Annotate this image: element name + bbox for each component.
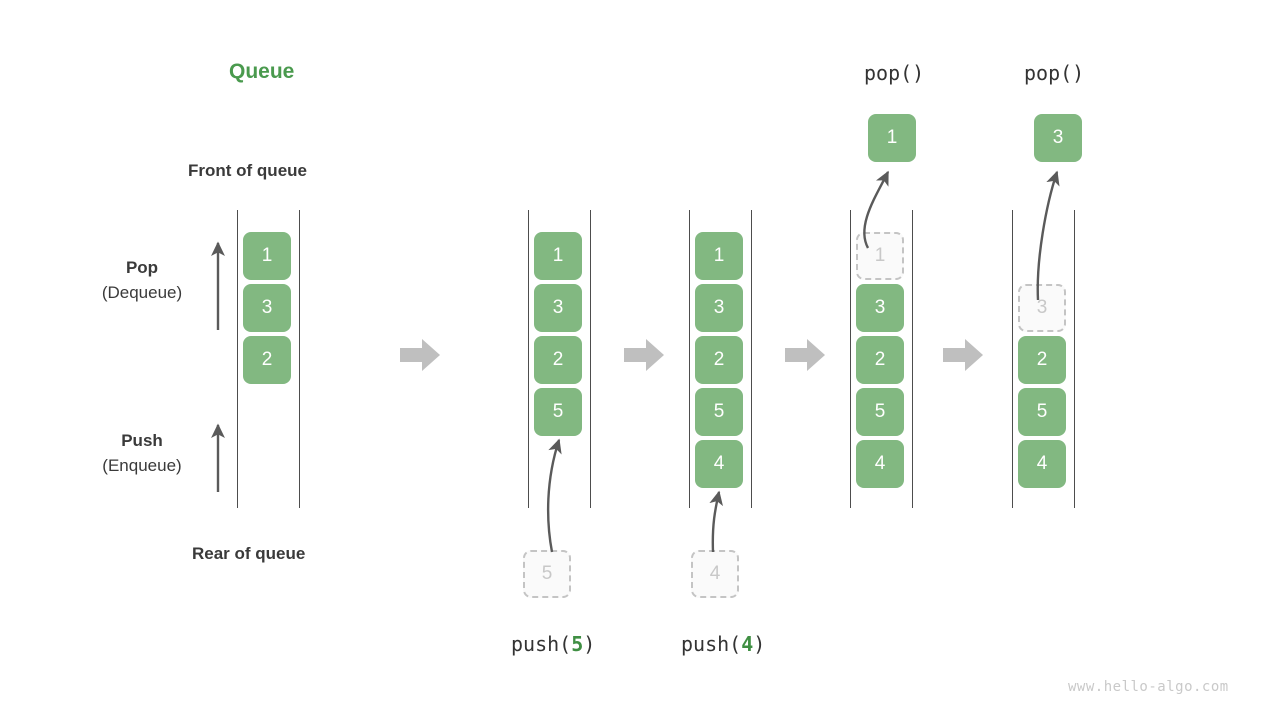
queue-rail-left — [237, 210, 238, 508]
push-operation-label-1: push(5) — [511, 632, 595, 656]
watermark: www.hello-algo.com — [1068, 679, 1229, 695]
queue-element: 1 — [243, 232, 291, 280]
popped-element: 3 — [1034, 114, 1082, 162]
push-op-prefix-2: push( — [681, 632, 742, 656]
push-op-suffix-1: ) — [583, 632, 596, 656]
queue-element: 4 — [1018, 440, 1066, 488]
queue-element: 2 — [856, 336, 904, 384]
front-of-queue-label: Front of queue — [188, 161, 307, 180]
pop-label-line2: (Dequeue) — [101, 283, 183, 302]
queue-rail-left — [1012, 210, 1013, 508]
pop-label-line1: Pop — [125, 258, 159, 277]
push-operation-label-2: push(4) — [681, 632, 765, 656]
popped-element: 1 — [868, 114, 916, 162]
queue-element: 2 — [534, 336, 582, 384]
queue-element: 4 — [856, 440, 904, 488]
step-arrow-3 — [785, 337, 825, 373]
queue-element: 2 — [695, 336, 743, 384]
queue-rail-right — [590, 210, 591, 508]
queue-element: 4 — [695, 440, 743, 488]
queue-element: 3 — [695, 284, 743, 332]
push-op-value-2: 4 — [741, 632, 754, 656]
push-label-line1: Push — [121, 431, 163, 450]
incoming-element-ghost: 4 — [691, 550, 739, 598]
queue-rail-left — [528, 210, 529, 508]
push-label-line2: (Enqueue) — [102, 456, 182, 475]
push-op-suffix-2: ) — [753, 632, 766, 656]
page-title: Queue — [229, 60, 295, 83]
queue-element: 5 — [534, 388, 582, 436]
queue-element: 3 — [243, 284, 291, 332]
queue-rail-right — [751, 210, 752, 508]
queue-element: 1 — [695, 232, 743, 280]
queue-element-ghost: 3 — [1018, 284, 1066, 332]
queue-rail-right — [299, 210, 300, 508]
queue-element: 5 — [695, 388, 743, 436]
push-flow-arrow-1 — [546, 438, 562, 553]
queue-element: 1 — [534, 232, 582, 280]
step-arrow-2 — [624, 337, 664, 373]
pop-label: Pop (Dequeue) — [57, 255, 227, 305]
push-op-value-1: 5 — [571, 632, 584, 656]
queue-element-ghost: 1 — [856, 232, 904, 280]
incoming-element-ghost: 5 — [523, 550, 571, 598]
queue-rail-right — [912, 210, 913, 508]
pop-operation-label-1: pop() — [864, 61, 925, 85]
queue-element: 5 — [1018, 388, 1066, 436]
queue-element: 3 — [534, 284, 582, 332]
step-arrow-1 — [400, 337, 440, 373]
queue-element: 2 — [243, 336, 291, 384]
queue-rail-right — [1074, 210, 1075, 508]
push-flow-arrow-2 — [709, 490, 723, 553]
push-op-prefix-1: push( — [511, 632, 572, 656]
pop-operation-label-2: pop() — [1024, 61, 1085, 85]
queue-element: 5 — [856, 388, 904, 436]
queue-rail-left — [850, 210, 851, 508]
queue-element: 3 — [856, 284, 904, 332]
step-arrow-4 — [943, 337, 983, 373]
queue-element: 2 — [1018, 336, 1066, 384]
push-label: Push (Enqueue) — [57, 428, 227, 478]
pop-flow-arrow-2 — [1036, 170, 1060, 301]
queue-rail-left — [689, 210, 690, 508]
rear-of-queue-label: Rear of queue — [192, 544, 306, 563]
